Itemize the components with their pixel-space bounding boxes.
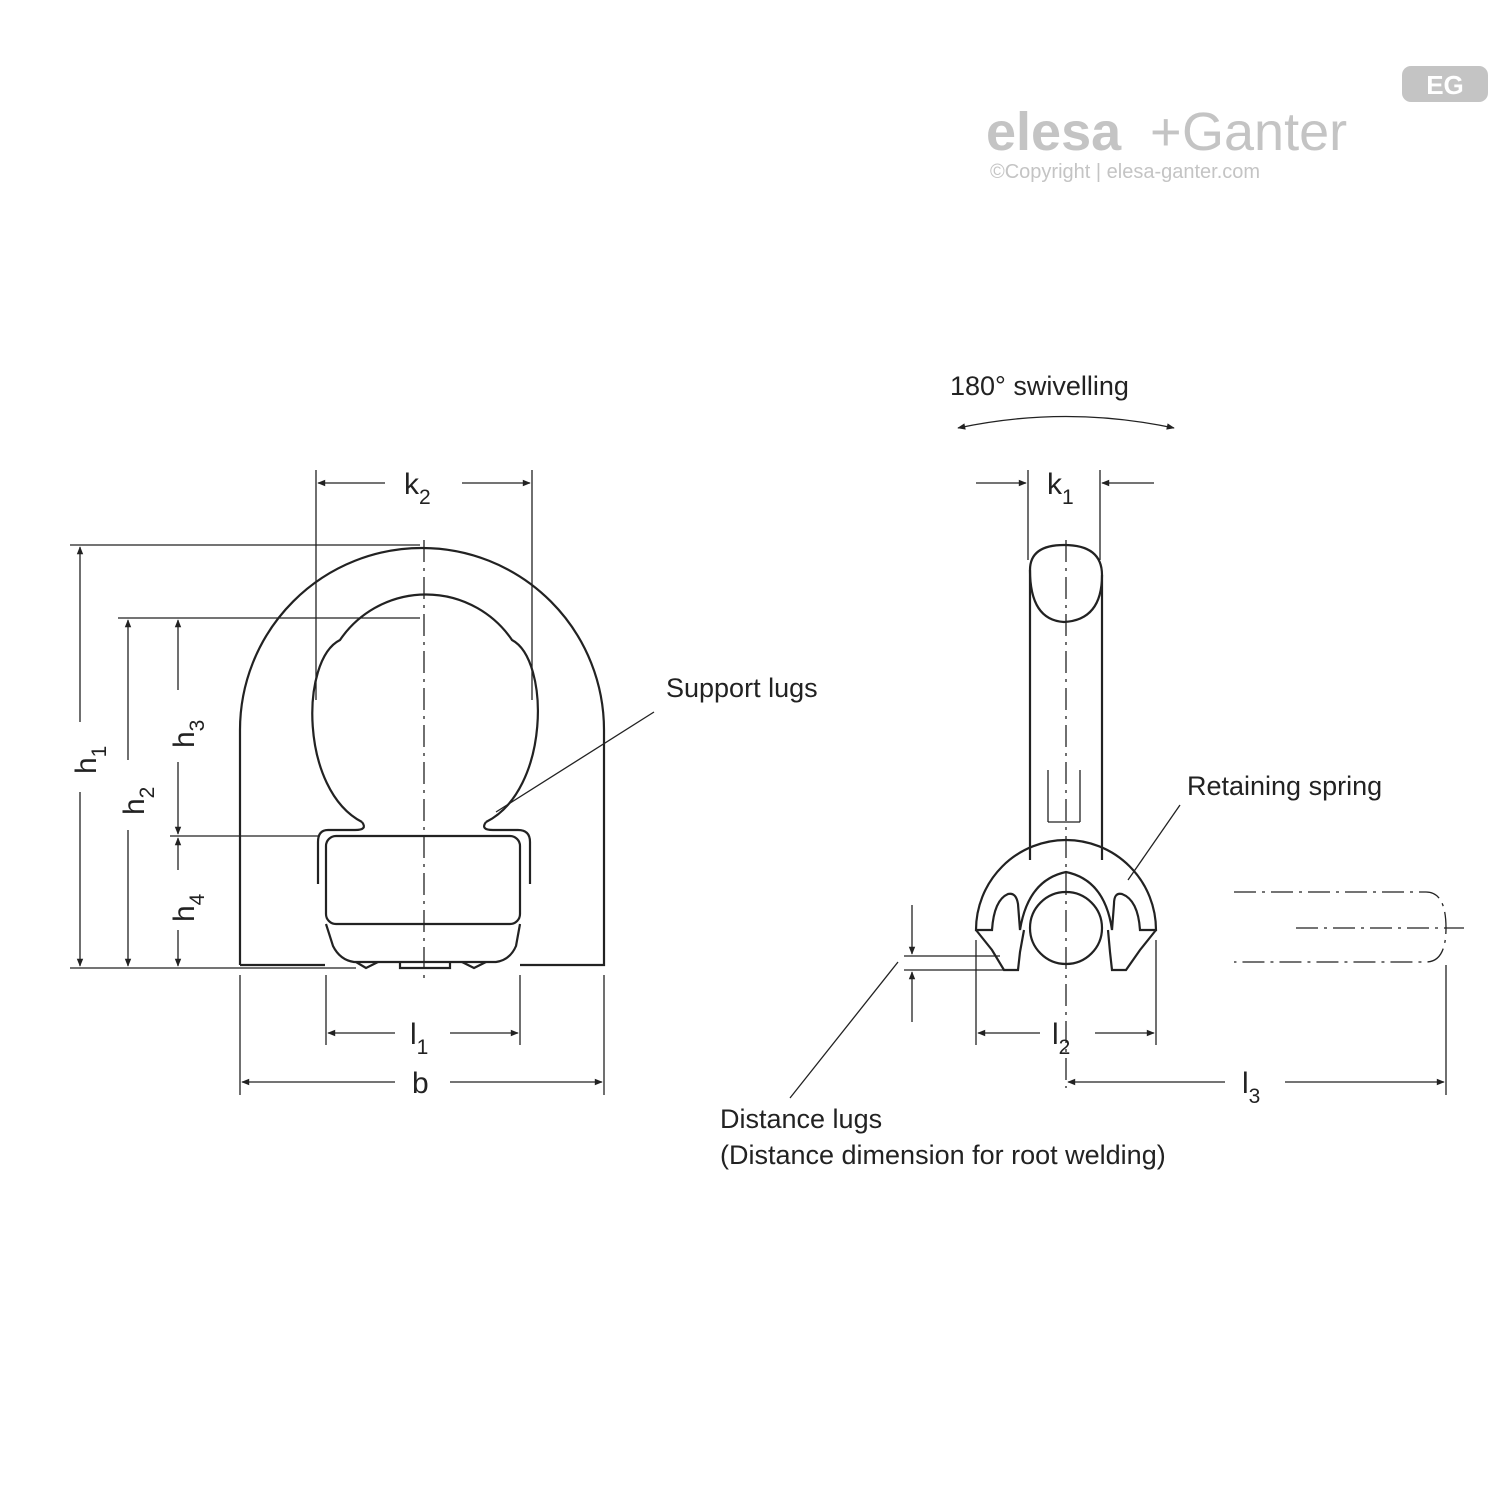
dim-label-l2: l2 xyxy=(1052,1018,1070,1059)
callout-support-lugs: Support lugs xyxy=(666,673,818,703)
side-view: 180° swivelling k1 Retaining spring Dis xyxy=(720,371,1464,1170)
dim-label-h1: h1 xyxy=(70,746,111,774)
dim-label-h4: h4 xyxy=(168,893,209,922)
callout-distance-note: (Distance dimension for root welding) xyxy=(720,1140,1166,1170)
side-lug-right xyxy=(1106,929,1157,972)
swivel-arc xyxy=(957,415,1175,430)
dim-label-l3: l3 xyxy=(1242,1067,1260,1108)
dim-label-l1: l1 xyxy=(410,1018,428,1059)
front-support-lug-right xyxy=(483,821,532,884)
dim-label-b: b xyxy=(412,1067,429,1100)
dim-label-k1: k1 xyxy=(1047,468,1074,509)
front-outer-body xyxy=(238,546,606,967)
leader-support-lugs xyxy=(495,711,655,813)
logo-plus: + xyxy=(1150,102,1182,162)
logo-brand-left: elesa xyxy=(986,102,1122,162)
logo-copyright: ©Copyright | elesa-ganter.com xyxy=(990,161,1260,183)
phantom-ring-position xyxy=(1234,891,1447,963)
side-lug-left xyxy=(975,929,1026,972)
logo-brand-right: Ganter xyxy=(1182,102,1347,162)
leader-retaining-spring xyxy=(1127,804,1181,881)
dim-label-h2: h2 xyxy=(118,787,159,815)
side-ring-shank xyxy=(1028,570,1104,860)
side-pin-hole xyxy=(1047,770,1081,823)
front-distance-lugs xyxy=(355,961,487,970)
logo-badge: EG xyxy=(1426,70,1464,100)
logo-badge-box xyxy=(1402,66,1488,102)
front-view: k2 h1 h2 h3 h4 l1 b Support lugs xyxy=(70,468,818,1100)
side-base-section xyxy=(974,838,1158,932)
front-block xyxy=(324,834,522,926)
front-block-base xyxy=(324,923,522,964)
callout-swivel: 180° swivelling xyxy=(950,371,1129,401)
front-inner-ring xyxy=(311,593,539,823)
dim-label-h3: h3 xyxy=(168,720,209,748)
callout-retaining-spring: Retaining spring xyxy=(1187,771,1382,801)
front-support-lug-left xyxy=(316,821,365,884)
callout-distance-lugs: Distance lugs xyxy=(720,1104,882,1134)
dim-label-k2: k2 xyxy=(404,468,431,509)
leader-distance-lugs xyxy=(789,961,899,1099)
brand-logo: EG elesa + Ganter ©Copyright | elesa-gan… xyxy=(986,66,1488,183)
